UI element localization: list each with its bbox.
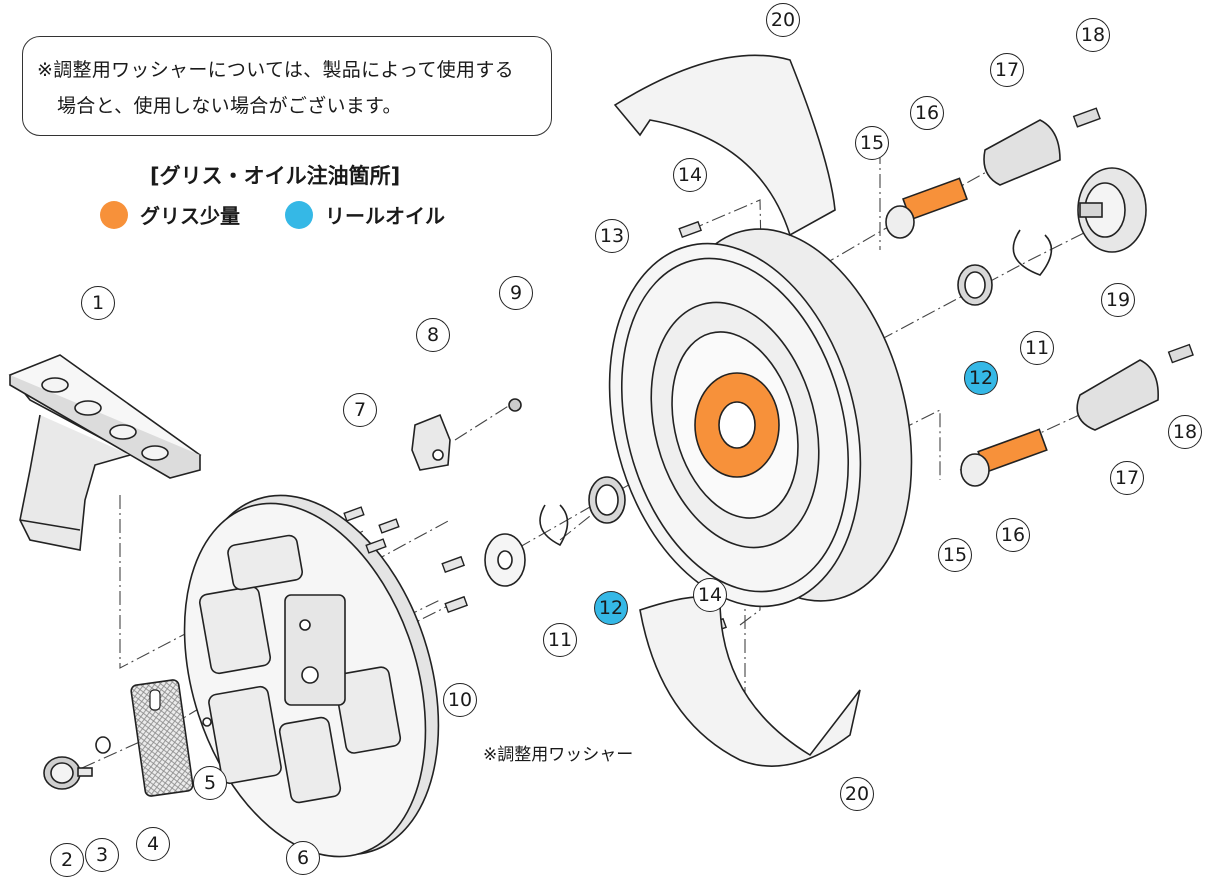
part-number-14-bottom: 14 bbox=[693, 578, 727, 612]
handle-pins bbox=[885, 177, 1048, 487]
oil-swatch-icon bbox=[285, 200, 313, 229]
brake-pad-slot bbox=[149, 689, 161, 711]
part-number-8: 8 bbox=[416, 318, 450, 352]
lubrication-legend-title: [グリス・オイル注油箇所] bbox=[150, 164, 401, 188]
part-number-16-bottom: 16 bbox=[996, 518, 1030, 552]
bearings bbox=[588, 264, 993, 524]
part-number-4: 4 bbox=[136, 827, 170, 861]
part-number-14-top: 14 bbox=[673, 158, 707, 192]
part-number-11-right: 11 bbox=[1020, 331, 1054, 365]
grease-swatch-icon bbox=[100, 200, 128, 229]
part-number-16-top: 16 bbox=[910, 96, 944, 130]
adjustment-washer bbox=[484, 533, 526, 587]
legend-grease: グリス少量 bbox=[100, 200, 240, 229]
part-number-15-bottom: 15 bbox=[938, 538, 972, 572]
legend-oil: リールオイル bbox=[285, 200, 445, 229]
retaining-clip-left bbox=[539, 504, 569, 547]
part-number-7: 7 bbox=[343, 393, 377, 427]
handles bbox=[983, 119, 1159, 431]
drag-knob bbox=[1077, 167, 1147, 253]
part-number-10: 10 bbox=[443, 683, 477, 717]
part-number-15-top: 15 bbox=[855, 126, 889, 160]
part-number-19: 19 bbox=[1101, 283, 1135, 317]
part-number-13: 13 bbox=[595, 219, 629, 253]
washer-note-box: ※調整用ワッシャーについては、製品によって使用する 場合と、使用しない場合がござ… bbox=[22, 36, 552, 136]
part-number-20-bottom: 20 bbox=[840, 777, 874, 811]
click-pawl bbox=[411, 398, 522, 471]
brake-pad bbox=[130, 679, 194, 797]
reel-foot bbox=[8, 354, 202, 551]
part-number-17-bottom: 17 bbox=[1110, 461, 1144, 495]
part-number-17-top: 17 bbox=[990, 53, 1024, 87]
washer-note-line-2: 場合と、使用しない場合がございます。 bbox=[57, 95, 402, 117]
part-number-6: 6 bbox=[286, 841, 320, 875]
handle-screws bbox=[1072, 107, 1194, 364]
part-number-9: 9 bbox=[499, 276, 533, 310]
spool bbox=[608, 228, 913, 608]
back-frame-plate bbox=[183, 494, 440, 858]
retaining-clip-right bbox=[1012, 229, 1053, 276]
part-number-1: 1 bbox=[81, 286, 115, 320]
part-number-3: 3 bbox=[85, 838, 119, 872]
washer-note-line-1: ※調整用ワッシャーについては、製品によって使用する bbox=[37, 59, 514, 81]
legend-oil-label: リールオイル bbox=[325, 204, 445, 228]
part-number-12-right: 12 bbox=[964, 361, 998, 395]
part-number-2: 2 bbox=[50, 843, 84, 877]
part-number-5: 5 bbox=[193, 766, 227, 800]
part-number-18-top: 18 bbox=[1076, 18, 1110, 52]
adjustment-washer-label: ※調整用ワッシャー bbox=[483, 745, 634, 765]
legend-grease-label: グリス少量 bbox=[140, 204, 240, 228]
knob-and-washer bbox=[43, 717, 212, 790]
part-number-11-left: 11 bbox=[543, 623, 577, 657]
part-number-12-left: 12 bbox=[594, 591, 628, 625]
part-number-20-top: 20 bbox=[766, 3, 800, 37]
part-number-18-bottom: 18 bbox=[1168, 415, 1202, 449]
